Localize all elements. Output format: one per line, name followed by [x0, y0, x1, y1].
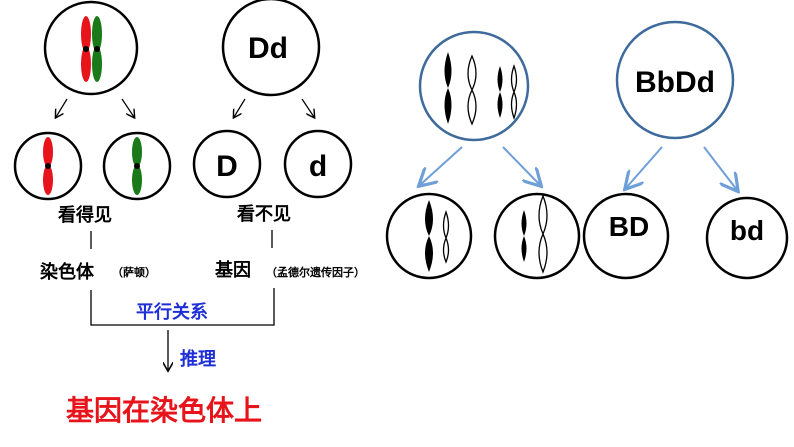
red-chromosome-lower	[81, 46, 91, 82]
d-upper-cell	[192, 129, 262, 199]
gamete-2-short-black	[521, 210, 527, 262]
chromosome-short-white	[510, 64, 518, 120]
chromosome-long-white	[467, 54, 477, 126]
gamete-1-outline	[385, 192, 473, 280]
chromosome-long-black	[444, 52, 452, 124]
label-gene-note: （孟德尔遗传因子）	[266, 265, 365, 279]
red-centromere	[83, 46, 89, 52]
blue-arrow-4	[703, 146, 737, 190]
label-chromosome-note: （萨顿）	[112, 265, 156, 279]
bbdd-label: BbDd	[635, 66, 715, 99]
gamete-cell-2	[493, 192, 581, 280]
green-centromere	[94, 46, 100, 52]
bd-lower-label: bd	[730, 215, 764, 246]
bd-upper-label: BD	[609, 211, 649, 242]
gamete-1-long-black	[425, 200, 433, 272]
green-chromosome-upper	[92, 16, 102, 52]
daughter-red-chromatid-lower	[43, 165, 53, 195]
daughter-red-centromere	[45, 163, 51, 169]
arrow-right-2	[301, 98, 314, 117]
daughter-green-chromatid-lower	[132, 165, 142, 195]
daughter-red-chromatid-upper	[43, 137, 53, 167]
bd-upper-cell	[582, 192, 670, 280]
d-lower-cell	[283, 129, 353, 199]
green-chromosome-lower	[92, 46, 102, 82]
gamete-1-short-white	[442, 210, 450, 264]
label-chromosome: 染色体	[39, 261, 95, 282]
label-invisible: 看不见	[236, 203, 291, 224]
bbdd-parent-cell	[615, 20, 735, 140]
chromosome-short-black	[497, 66, 503, 118]
right-parent-cell	[418, 30, 530, 142]
parent-cell-outline	[43, 0, 139, 96]
arrow-left-2	[234, 98, 246, 117]
label-gene: 基因	[214, 259, 251, 280]
label-visible: 看得见	[57, 204, 112, 225]
red-chromosome-upper	[81, 16, 91, 52]
arrow-right-1	[121, 98, 134, 117]
gamete-2-outline	[493, 192, 581, 280]
daughter-cell-red	[13, 131, 83, 201]
parent-cell-chromosomes	[43, 0, 139, 96]
dd-parent-label: Dd	[248, 32, 288, 65]
conclusion-text: 基因在染色体上	[66, 394, 262, 426]
arrow-left-1	[56, 98, 68, 117]
dd-parent-cell	[221, 0, 321, 97]
label-reasoning: 推理	[180, 348, 216, 369]
label-parallel: 平行关系	[136, 301, 208, 322]
gamete-2-long-white	[538, 194, 548, 274]
parallel-bracket	[90, 288, 275, 326]
daughter-green-chromatid-upper	[132, 137, 142, 167]
daughter-cell-green	[102, 131, 172, 201]
daughter-green-centromere	[134, 163, 140, 169]
d-lower-label: d	[309, 150, 327, 183]
blue-arrow-1	[420, 146, 463, 185]
d-upper-label: D	[216, 150, 238, 183]
blue-arrow-2	[502, 146, 540, 185]
bd-lower-cell	[705, 196, 789, 280]
blue-arrow-3	[626, 146, 663, 188]
gamete-cell-1	[385, 192, 473, 280]
